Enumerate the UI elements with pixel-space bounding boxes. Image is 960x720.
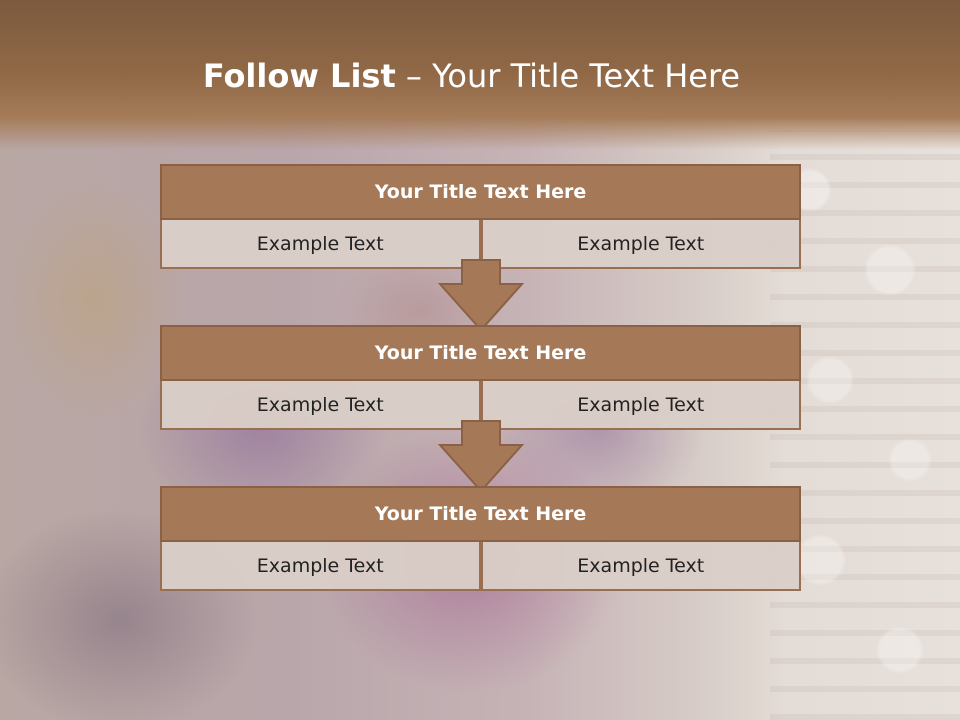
block-row: Example Text Example Text: [160, 542, 801, 591]
down-arrow-icon: [438, 420, 524, 493]
block-title: Your Title Text Here: [160, 325, 801, 381]
block-cell-left: Example Text: [160, 220, 481, 269]
title-bold-part: Follow List: [202, 57, 396, 95]
list-block-2: Your Title Text Here Example Text Exampl…: [160, 325, 801, 430]
block-cell-right: Example Text: [480, 542, 801, 591]
list-block-1: Your Title Text Here Example Text Exampl…: [160, 164, 801, 269]
down-arrow-icon: [438, 259, 524, 332]
title-bar: [0, 0, 960, 150]
block-row: Example Text Example Text: [160, 220, 801, 269]
block-cell-left: Example Text: [160, 381, 481, 430]
stone-carving-decoration: [770, 130, 960, 720]
block-cell-left: Example Text: [160, 542, 481, 591]
block-row: Example Text Example Text: [160, 381, 801, 430]
block-cell-right: Example Text: [480, 220, 801, 269]
block-cell-right: Example Text: [480, 381, 801, 430]
block-title: Your Title Text Here: [160, 164, 801, 220]
list-block-3: Your Title Text Here Example Text Exampl…: [160, 486, 801, 591]
block-title: Your Title Text Here: [160, 486, 801, 542]
slide-title: Follow List – Your Title Text Here: [0, 56, 943, 96]
title-rest-part: Your Title Text Here: [432, 57, 741, 95]
title-separator: –: [405, 57, 422, 95]
